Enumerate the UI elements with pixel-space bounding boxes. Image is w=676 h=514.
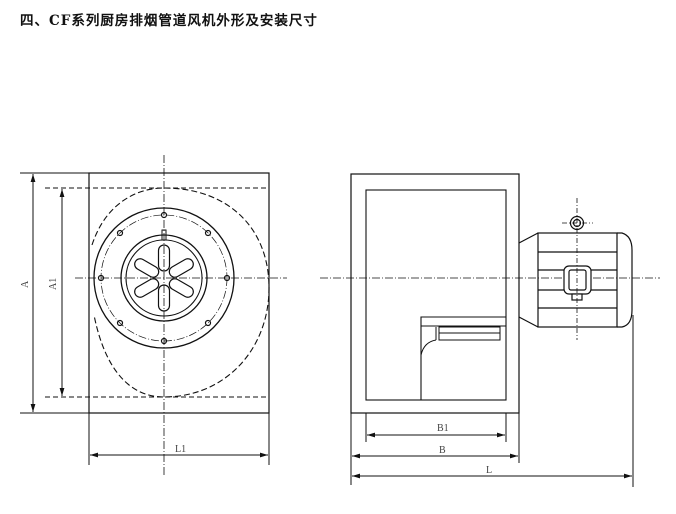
front-view <box>20 155 287 475</box>
inlet-flange <box>93 207 235 349</box>
side-housing-inner <box>365 189 507 401</box>
bolt-holes <box>97 211 231 345</box>
motor-body <box>537 232 618 328</box>
bolt-circle <box>100 214 228 342</box>
inlet-slots <box>134 244 194 312</box>
label-L1: L1 <box>175 444 186 455</box>
side-housing-outer <box>350 173 520 414</box>
motor-neck <box>518 232 539 328</box>
volute-scroll-dashed <box>91 187 270 398</box>
label-L: L <box>486 465 492 476</box>
inlet-ring-outer <box>120 234 208 322</box>
label-A1: A1 <box>48 278 59 290</box>
label-B: B <box>439 445 446 456</box>
side-view <box>320 173 660 487</box>
label-A: A <box>20 280 31 288</box>
inlet-key <box>161 229 167 241</box>
motor <box>518 215 633 328</box>
page-title: 四、CF系列厨房排烟管道风机外形及安装尺寸 <box>20 13 318 29</box>
outlet-section <box>420 316 506 400</box>
motor-end-cap <box>617 232 633 328</box>
label-B1: B1 <box>437 423 449 434</box>
